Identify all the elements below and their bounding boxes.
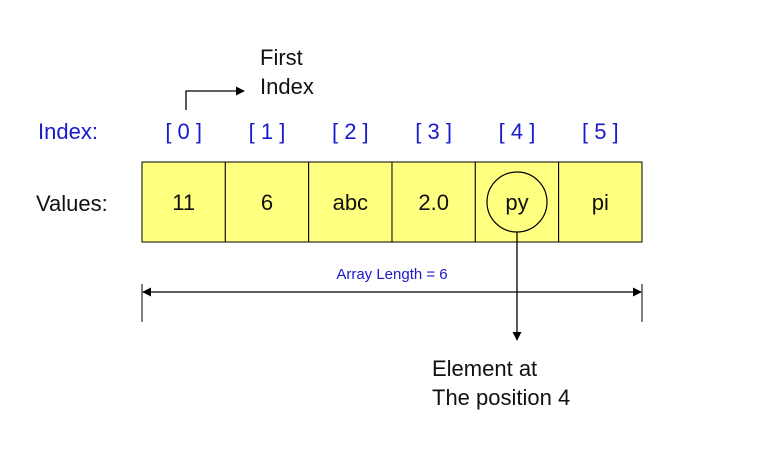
first-index-pointer: First Index [185,45,314,110]
array-cell-2 [308,161,393,243]
values-row-label: Values: [36,191,108,216]
index-labels: [ 0 ] [ 1 ] [ 2 ] [ 3 ] [ 4 ] [ 5 ] [165,119,618,144]
index-label-5: [ 5 ] [582,119,619,144]
first-index-arrow [185,86,245,110]
index-label-0: [ 0 ] [165,119,202,144]
first-index-label-line2: Index [260,74,314,99]
array-cell-value-2: abc [333,190,368,215]
array-cell-value-1: 6 [261,190,273,215]
array-cell-value-4: py [505,190,528,215]
array-cells: 11 6 abc 2.0 py pi [141,161,643,243]
array-length-dimension: Array Length = 6 [141,266,643,322]
array-cell-value-5: pi [592,190,609,215]
array-cell-0 [141,161,226,243]
array-length-label: Array Length = 6 [336,266,447,283]
index-label-2: [ 2 ] [332,119,369,144]
element-label-line2: The position 4 [432,385,570,410]
array-cell-5 [558,161,643,243]
index-label-3: [ 3 ] [415,119,452,144]
array-cell-value-0: 11 [172,190,195,215]
array-cell-4 [474,161,560,243]
array-cell-1 [224,161,310,243]
first-index-label-line1: First [260,45,303,70]
element-label-line1: Element at [432,356,537,381]
index-label-1: [ 1 ] [249,119,286,144]
index-label-4: [ 4 ] [499,119,536,144]
array-cell-3 [391,161,476,243]
index-row-label: Index: [38,119,98,144]
array-cell-value-3: 2.0 [418,190,449,215]
